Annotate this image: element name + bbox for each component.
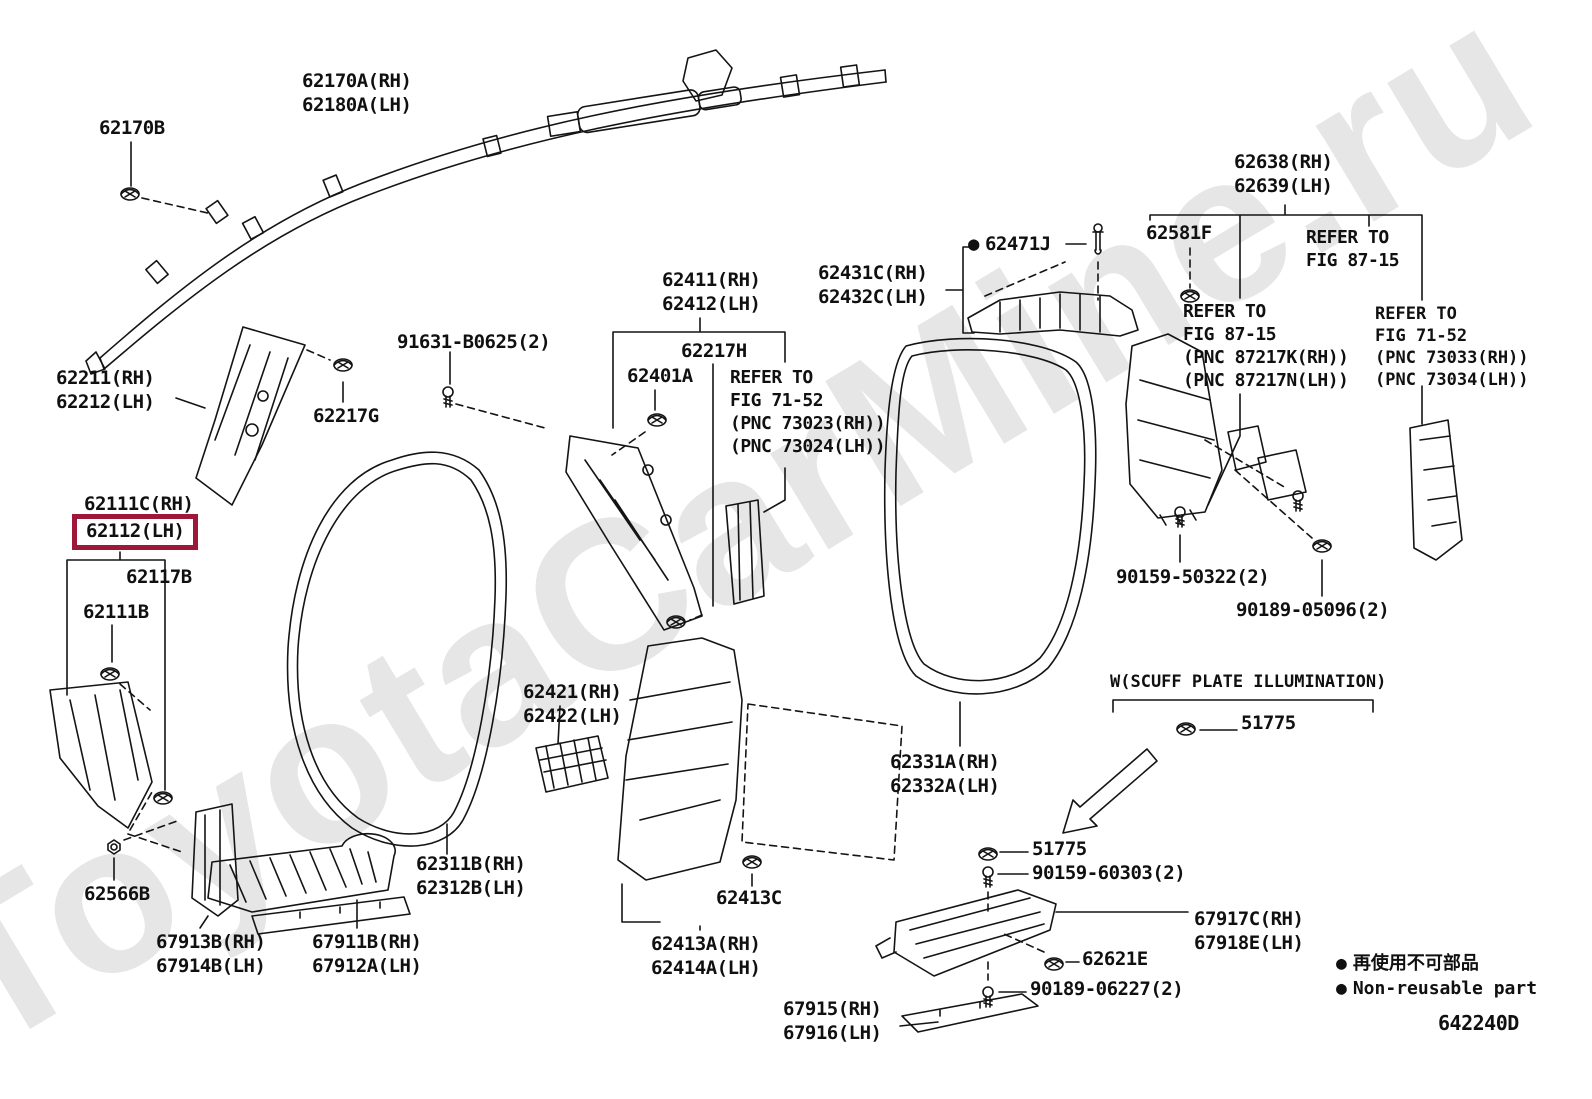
curtain-airbag-art — [85, 49, 887, 375]
nut-icon — [107, 839, 121, 855]
part-label-67911B-67912A[interactable]: 67911B(RH) 67912A(LH) — [312, 931, 422, 977]
legend: ●再使用不可部品 ●Non-reusable part — [1336, 951, 1537, 1001]
clip-icon — [647, 413, 667, 427]
part-label-62311B-62312B[interactable]: 62311B(RH) 62312B(LH) — [416, 853, 526, 899]
scuff-plate-illumination-note: W(SCUFF PLATE ILLUMINATION) — [1110, 672, 1387, 692]
clip-icon — [1044, 957, 1064, 971]
legend-row-en: ●Non-reusable part — [1336, 978, 1538, 999]
non-reusable-bullet: ● — [1336, 978, 1347, 999]
refer-note-fig71-52-right[interactable]: REFER TO FIG 71-52 (PNC 73033(RH)) (PNC … — [1375, 304, 1529, 390]
roof-side-garnish-art — [945, 223, 1139, 337]
refer-note-fig71-52-front[interactable]: REFER TO FIG 71-52 (PNC 73023(RH)) (PNC … — [730, 367, 886, 457]
part-label-62170B[interactable]: 62170B — [99, 117, 165, 139]
non-reusable-bullet: ● — [968, 233, 979, 255]
part-label-90159-60303[interactable]: 90159-60303(2) — [1032, 862, 1186, 884]
c-pillar-lower-trim-art — [617, 637, 903, 931]
part-label-90189-06227[interactable]: 90189-06227(2) — [1030, 978, 1184, 1000]
part-label-62638-62639[interactable]: 62638(RH) 62639(LH) — [1234, 151, 1333, 197]
part-label-62471J[interactable]: ●62471J — [968, 233, 1051, 255]
part-label-62413A-62414A[interactable]: 62413A(RH) 62414A(LH) — [651, 933, 761, 979]
part-label-51775-top[interactable]: 51775 — [1241, 712, 1296, 734]
part-label-90189-05096[interactable]: 90189-05096(2) — [1236, 599, 1390, 621]
b-pillar-upper-trim-art — [565, 317, 786, 631]
screw-icon — [982, 986, 994, 1008]
front-door-weatherstrip-art — [286, 451, 508, 855]
clip-icon — [333, 358, 353, 372]
clip-icon — [120, 187, 140, 201]
refer-note-fig87-15-mid[interactable]: REFER TO FIG 87-15 (PNC 87217K(RH)) (PNC… — [1183, 301, 1349, 391]
clip-icon — [153, 791, 173, 805]
part-label-62431C-62432C[interactable]: 62431C(RH) 62432C(LH) — [818, 262, 928, 308]
part-label-62111B[interactable]: 62111B — [83, 601, 149, 623]
clip-icon — [1312, 539, 1332, 553]
scuff-illumination-art — [875, 699, 1374, 1033]
cowl-side-trim-art — [49, 551, 183, 881]
part-label-62566B[interactable]: 62566B — [84, 883, 150, 905]
a-pillar-upper-trim-art — [175, 326, 546, 506]
c-pillar-upper-trim-art — [1125, 204, 1463, 597]
part-label-62217G[interactable]: 62217G — [313, 405, 379, 427]
part-label-62581F[interactable]: 62581F — [1146, 222, 1212, 244]
stud-icon — [1092, 223, 1104, 255]
clip-icon — [100, 667, 120, 681]
part-label-62117B[interactable]: 62117B — [126, 566, 192, 588]
part-label-67917C-67918E[interactable]: 67917C(RH) 67918E(LH) — [1194, 908, 1304, 954]
non-reusable-bullet: ● — [1336, 953, 1347, 974]
clip-icon — [1176, 722, 1196, 736]
refer-note-fig87-15-top[interactable]: REFER TO FIG 87-15 — [1306, 227, 1400, 271]
part-label-62421-62422[interactable]: 62421(RH) 62422(LH) — [523, 681, 622, 727]
front-scuff-plate-art — [191, 803, 411, 935]
clip-icon — [742, 855, 762, 869]
part-label-62411-62412[interactable]: 62411(RH) 62412(LH) — [662, 269, 761, 315]
part-label-62401A[interactable]: 62401A — [627, 365, 693, 387]
screw-icon — [442, 386, 454, 408]
part-label-67913B-67914B[interactable]: 67913B(RH) 67914B(LH) — [156, 931, 266, 977]
clip-icon — [978, 847, 998, 861]
part-label-62217H[interactable]: 62217H — [681, 340, 747, 362]
highlighted-part-box-62112[interactable]: 62112(LH) — [72, 514, 199, 550]
part-label-67915-67916[interactable]: 67915(RH) 67916(LH) — [783, 998, 882, 1044]
pillar-hole-cover-art — [535, 705, 609, 793]
screw-icon — [982, 866, 994, 888]
part-label-91631-B0625[interactable]: 91631-B0625(2) — [397, 331, 551, 353]
rear-door-weatherstrip-art — [883, 337, 1097, 747]
part-label-62111C[interactable]: 62111C(RH) — [84, 493, 194, 515]
part-label-62211-62212[interactable]: 62211(RH) 62212(LH) — [56, 367, 155, 413]
part-label-62621E[interactable]: 62621E — [1082, 948, 1148, 970]
part-label-90159-50322[interactable]: 90159-50322(2) — [1116, 566, 1270, 588]
clip-62170b-art — [120, 141, 213, 215]
part-label-62170A-62180A[interactable]: 62170A(RH) 62180A(LH) — [302, 70, 412, 116]
part-label-51775-bottom[interactable]: 51775 — [1032, 838, 1087, 860]
part-label-62413C[interactable]: 62413C — [716, 887, 782, 909]
part-label-62331A-62332A[interactable]: 62331A(RH) 62332A(LH) — [890, 751, 1000, 797]
legend-row-jp: ●再使用不可部品 — [1336, 953, 1479, 974]
figure-code: 642240D — [1438, 1011, 1519, 1035]
